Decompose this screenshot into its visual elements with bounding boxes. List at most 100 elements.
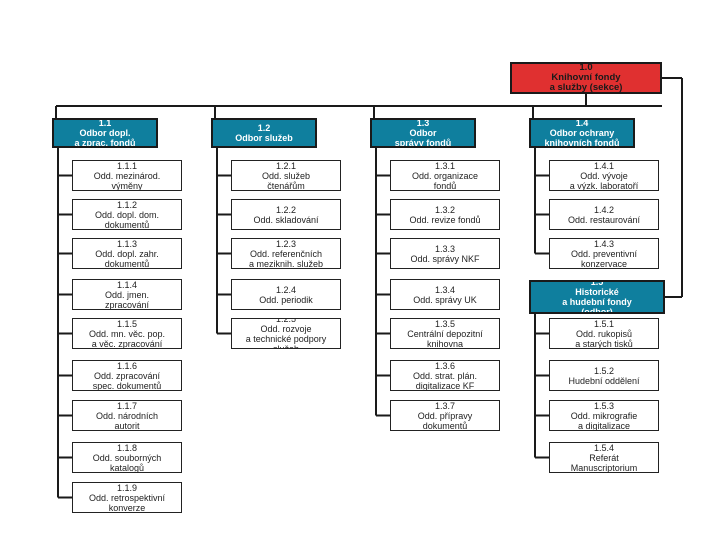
unit-box-1-5-4-label-line: Manuscriptorium: [570, 462, 638, 473]
unit-box-1-3-7-code: 1.3.7: [434, 400, 456, 411]
unit-box-1-3-1-code: 1.3.1: [434, 160, 456, 171]
unit-box-1-1-6-label-line: Odd. zpracování: [93, 370, 161, 381]
unit-box-1-2-5-label-line: Odd. rozvoje: [260, 323, 312, 334]
unit-box-1-1-7-code: 1.1.7: [116, 400, 138, 411]
unit-box-1-1-3-code: 1.1.3: [116, 238, 138, 249]
unit-box-1-1-2-label-line: Odd. dopl. dom.: [94, 209, 160, 220]
section-box-1-5-code: 1.5: [590, 280, 604, 287]
unit-box-1-3-1-label-line: Odd. organizace: [411, 170, 479, 181]
unit-box-1-3-4-code: 1.3.4: [434, 284, 456, 295]
unit-box-1-2-1-label-line: Odd. služeb: [261, 170, 311, 181]
section-box-1-5-label-line: a hudební fondy: [562, 297, 632, 307]
unit-box-1-1-2-label-line: dokumentů: [104, 219, 150, 230]
unit-box-1-2-1-label-line: čtenářům: [267, 180, 305, 191]
unit-box-1-3-2-code: 1.3.2: [434, 204, 456, 215]
unit-box-1-5-2-label-line: Hudební oddělení: [568, 375, 640, 386]
section-box-1-1-code: 1.1: [98, 118, 112, 128]
unit-box-1-3-5-label-line: Centrální depozitní: [407, 328, 483, 339]
root-box-code: 1.0: [579, 62, 593, 73]
unit-box-1-1-9-label-line: konverze: [108, 502, 146, 513]
unit-box-1-2-5-label-line: a technické podpory: [245, 333, 327, 344]
unit-box-1-1-3-label-line: dokumentů: [104, 258, 150, 269]
unit-box-1-4-3-label-line: konzervace: [580, 258, 628, 269]
unit-box-1-2-3-label-line: Odd. referenčních: [249, 248, 323, 259]
unit-box-1-1-4-code: 1.1.4: [116, 279, 138, 290]
unit-box-1-4-3-label-line: Odd. preventivní: [570, 248, 638, 259]
unit-box-1-2-3-code: 1.2.3: [275, 238, 297, 249]
unit-box-1-3-2-label-line: Odd. revize fondů: [409, 214, 481, 225]
unit-box-1-5-1-label-line: Odd. rukopisů: [575, 328, 633, 339]
unit-box-1-2-4-code: 1.2.4: [275, 284, 297, 295]
unit-box-1-3-1-label-line: fondů: [433, 180, 457, 191]
unit-box-1-4-2-code: 1.4.2: [593, 204, 615, 215]
unit-box-1-1-8-code: 1.1.8: [116, 442, 138, 453]
unit-box-1-1-9-label-line: Odd. retrospektivní: [88, 492, 166, 503]
unit-box-1-3-7-label-line: Odd. přípravy: [417, 410, 473, 421]
unit-box-1-1-8-label-line: katalogů: [109, 462, 145, 473]
unit-box-1-2-4-label-line: Odd. periodik: [259, 294, 313, 305]
section-box-1-1-label-line: Odbor dopl.: [79, 128, 131, 138]
unit-box-1-1-7-label-line: autorit: [114, 420, 140, 431]
section-box-1-5-label-line: Historické: [575, 287, 619, 297]
unit-box-1-5-4-label-line: Referát: [589, 452, 619, 463]
unit-box-1-1-6-code: 1.1.6: [116, 360, 138, 371]
unit-box-1-5-1-code: 1.5.1: [593, 318, 615, 329]
unit-box-1-5-3-label-line: Odd. mikrografie: [570, 410, 638, 421]
unit-box-1-1-4-label-line: zpracování: [104, 299, 150, 310]
unit-box-1-3-6-code: 1.3.6: [434, 360, 456, 371]
unit-box-1-2-3-label-line: a meziknih. služeb: [248, 258, 324, 269]
unit-box-1-1-9-code: 1.1.9: [116, 482, 138, 493]
section-box-1-4-label-line: knihovních fondů: [544, 138, 620, 148]
section-box-1-3-label-line: Odbor: [409, 128, 437, 138]
unit-box-1-4-3-code: 1.4.3: [593, 238, 615, 249]
unit-box-1-2-2-label-line: Odd. skladování: [253, 214, 319, 225]
unit-box-1-3-4-label-line: Odd. správy UK: [413, 294, 477, 305]
section-box-1-1-label-line: a zprac. fondů: [74, 138, 136, 148]
unit-box-1-1-5-label-line: Odd. mn. věc. pop.: [88, 328, 166, 339]
section-box-1-5-label-line: (odbor): [581, 307, 613, 314]
section-box-1-2-code: 1.2: [257, 123, 271, 133]
unit-box-1-1-1-label-line: výměny: [111, 180, 143, 191]
unit-box-1-4-1-label-line: a výzk. laboratoří: [569, 180, 639, 191]
unit-box-1-1-6-label-line: spec. dokumentů: [92, 380, 162, 391]
unit-box-1-4-1-code: 1.4.1: [593, 160, 615, 171]
unit-box-1-3-3-code: 1.3.3: [434, 243, 456, 254]
root-box-label-line: Knihovní fondy: [551, 72, 621, 83]
unit-box-1-5-1-label-line: a starých tisků: [575, 338, 633, 349]
section-box-1-3-label-line: správy fondů: [394, 138, 452, 148]
unit-box-1-3-5-label-line: knihovna: [426, 338, 464, 349]
unit-box-1-5-2-code: 1.5.2: [593, 365, 615, 376]
unit-box-1-3-7-label-line: dokumentů: [422, 420, 468, 431]
unit-box-1-1-2-code: 1.1.2: [116, 199, 138, 210]
unit-box-1-3-6-label-line: digitalizace KF: [415, 380, 475, 391]
unit-box-1-1-4-label-line: Odd. jmen.: [104, 289, 150, 300]
unit-box-1-2-1-code: 1.2.1: [275, 160, 297, 171]
